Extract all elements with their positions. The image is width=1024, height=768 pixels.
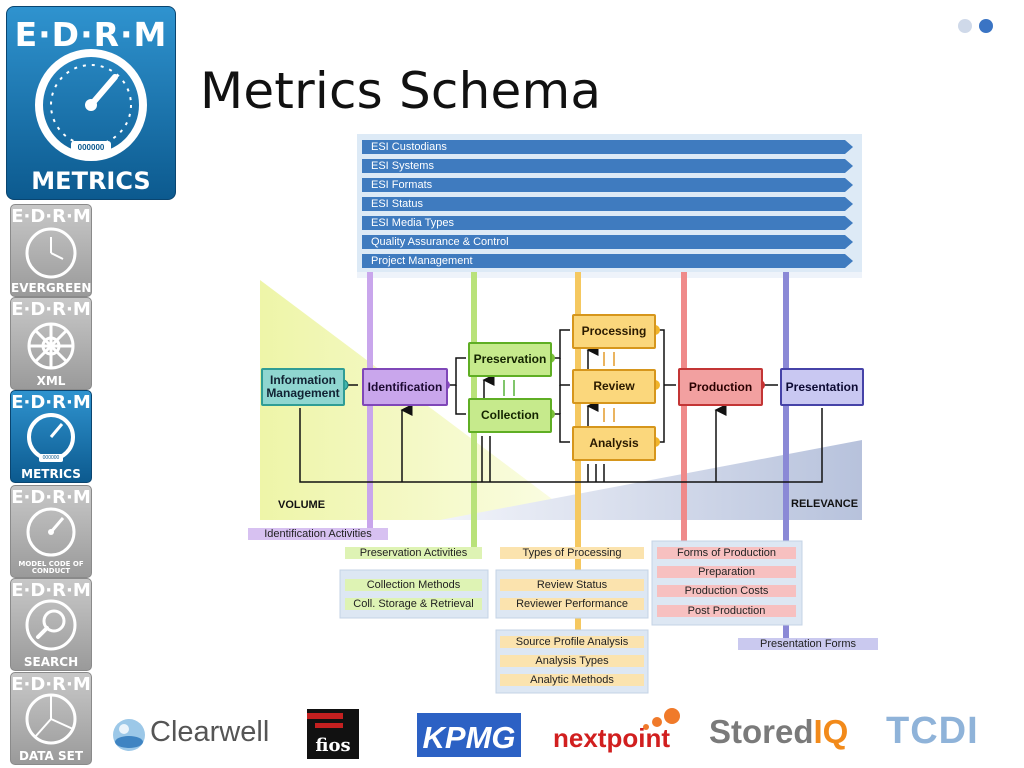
activity-identification: Identification Activities <box>264 528 372 540</box>
partner-kpmg: KPMG <box>422 720 516 755</box>
logo-caption: EVERGREEN <box>11 281 92 295</box>
logo-counter: 000000 <box>42 455 60 461</box>
sidebar-logo-evergreen[interactable]: E·D·R·M EVERGREEN <box>10 204 92 297</box>
stage-analysis: Analysis <box>572 426 656 461</box>
activity-reviewer-performance: Reviewer Performance <box>516 598 628 610</box>
partner-kpmg-logo: KPMG <box>417 713 521 757</box>
gear-icon <box>27 322 75 370</box>
logo-brand: E·D·R·M <box>11 487 91 508</box>
magnifier-icon <box>25 599 77 651</box>
pie-chart-icon <box>25 693 77 745</box>
partner-storediq-accent: IQ <box>813 713 849 750</box>
activity-types-of-processing: Types of Processing <box>522 547 622 559</box>
volume-label: VOLUME <box>278 499 326 511</box>
logo-caption: METRICS <box>31 167 151 195</box>
logo-brand: E·D·R·M <box>14 15 168 54</box>
banner-bars <box>362 140 853 268</box>
stage-processing: Processing <box>572 314 656 349</box>
logo-brand: E·D·R·M <box>11 206 91 227</box>
stage-identification: Identification <box>362 368 448 406</box>
logo-caption: SEARCH <box>23 655 79 669</box>
speedometer-icon <box>35 49 147 161</box>
activity-collection-storage: Coll. Storage & Retrieval <box>353 598 474 610</box>
nextpoint-dots-icon <box>643 708 680 730</box>
page-title: Metrics Schema <box>200 62 602 120</box>
sidebar-logo-xml[interactable]: E·D·R·M XML <box>10 297 92 390</box>
activity-analysis-types: Analysis Types <box>535 655 609 667</box>
partner-nextpoint: nextpoint <box>553 723 670 753</box>
logo-caption: XML <box>36 374 66 388</box>
banner-bar-esi-custodians: ESI Custodians <box>371 141 447 153</box>
relevance-wedge <box>440 440 862 520</box>
stage-preservation: Preservation <box>468 342 552 377</box>
activity-source-profile-analysis: Source Profile Analysis <box>515 636 629 648</box>
partner-storediq-word: Stored <box>709 713 814 750</box>
presentation-connector <box>783 272 789 640</box>
stage-information-management: Information Management <box>261 368 345 406</box>
edrm-metrics-logo: E·D·R·M 000000 METRICS <box>6 6 176 200</box>
clearwell-logo-icon <box>113 719 145 751</box>
banner-bar-project-management: Project Management <box>371 255 473 267</box>
logo-caption: METRICS <box>21 467 81 481</box>
logo-counter: 000000 <box>77 143 105 152</box>
logo-brand: E·D·R·M <box>11 580 91 601</box>
activity-preservation: Preservation Activities <box>359 547 468 559</box>
banner-bar-quality-assurance: Quality Assurance & Control <box>371 236 509 248</box>
partner-tcdi: TCDI <box>886 710 979 752</box>
clock-icon <box>25 227 77 279</box>
compass-icon <box>26 507 76 557</box>
partner-storediq: StoredIQ <box>709 713 848 751</box>
relevance-label: RELEVANCE <box>791 498 859 510</box>
stage-production: Production <box>678 368 763 406</box>
logo-brand: E·D·R·M <box>11 674 91 695</box>
stage-presentation: Presentation <box>780 368 864 406</box>
sidebar-logo-search[interactable]: E·D·R·M SEARCH <box>10 578 92 671</box>
banner-bar-esi-media-types: ESI Media Types <box>371 217 454 229</box>
activity-forms-of-production: Forms of Production <box>676 547 777 559</box>
banner-bar-esi-formats: ESI Formats <box>371 179 433 191</box>
sidebar-logo-data-set[interactable]: E·D·R·M DATA SET <box>10 672 92 765</box>
banner-bar-esi-systems: ESI Systems <box>371 160 434 172</box>
activity-collection-methods: Collection Methods <box>366 579 461 591</box>
sidebar-logo-model-code-of-conduct[interactable]: E·D·R·M MODEL CODE OF CONDUCT <box>10 485 92 578</box>
partner-fios: fios <box>315 735 351 756</box>
slide-indicator-dot <box>958 19 972 33</box>
activity-production-costs: Production Costs <box>684 585 769 597</box>
logo-brand: E·D·R·M <box>11 299 91 320</box>
feedback-loop <box>299 404 823 483</box>
banner-bar-esi-status: ESI Status <box>371 198 423 210</box>
stage-collection: Collection <box>468 398 552 433</box>
stage-review: Review <box>572 369 656 404</box>
activity-post-production: Post Production <box>687 605 766 617</box>
activity-presentation-forms: Presentation Forms <box>760 638 856 650</box>
activity-review-status: Review Status <box>536 579 608 591</box>
logo-caption: MODEL CODE OF CONDUCT <box>18 560 84 575</box>
sidebar-logo-metrics[interactable]: E·D·R·M 000000 METRICS <box>10 390 92 483</box>
partner-fios-logo: fios <box>307 709 359 759</box>
partner-clearwell: Clearwell <box>150 716 270 748</box>
speedometer-icon <box>27 413 75 462</box>
slide-indicator-dot-active <box>979 19 993 33</box>
logo-brand: E·D·R·M <box>11 392 91 413</box>
production-connector <box>681 272 687 542</box>
activity-preparation: Preparation <box>698 566 755 578</box>
activity-analytic-methods: Analytic Methods <box>530 674 614 686</box>
logo-caption: DATA SET <box>18 749 84 763</box>
